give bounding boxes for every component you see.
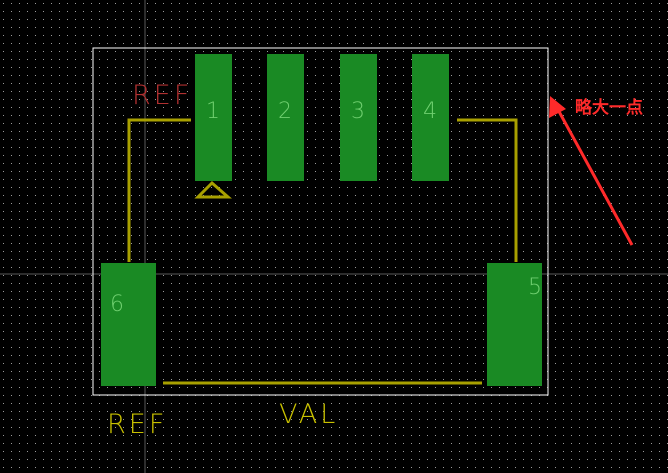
silkscreen-right-bracket [457, 118, 518, 262]
value-label[interactable]: VAL [279, 399, 338, 430]
annotation-text: 略大一点 [575, 97, 643, 118]
pads-group [101, 54, 542, 386]
pad-5-number: 5 [528, 275, 542, 300]
pad-6-number: 6 [110, 292, 124, 317]
annotation-arrow-head-icon [549, 96, 566, 118]
courtyard-outline[interactable] [92, 47, 549, 396]
pad-3[interactable] [340, 54, 377, 181]
pad-4[interactable] [412, 54, 449, 181]
pad-1[interactable] [195, 54, 232, 181]
pad-4-number: 4 [423, 99, 437, 124]
pad-5[interactable] [487, 263, 542, 386]
pin1-marker [194, 180, 232, 199]
ref-designator-top[interactable]: REF [132, 80, 192, 111]
pad-1-number: 1 [206, 99, 220, 124]
pad-2-number: 2 [278, 99, 292, 124]
silkscreen-left-bracket [127, 118, 191, 262]
annotation-arrow-shaft [554, 105, 634, 246]
ref-designator-bottom[interactable]: REF [107, 409, 167, 440]
pad-2[interactable] [267, 54, 304, 181]
pad-3-number: 3 [351, 99, 365, 124]
pad-6[interactable] [101, 263, 156, 386]
